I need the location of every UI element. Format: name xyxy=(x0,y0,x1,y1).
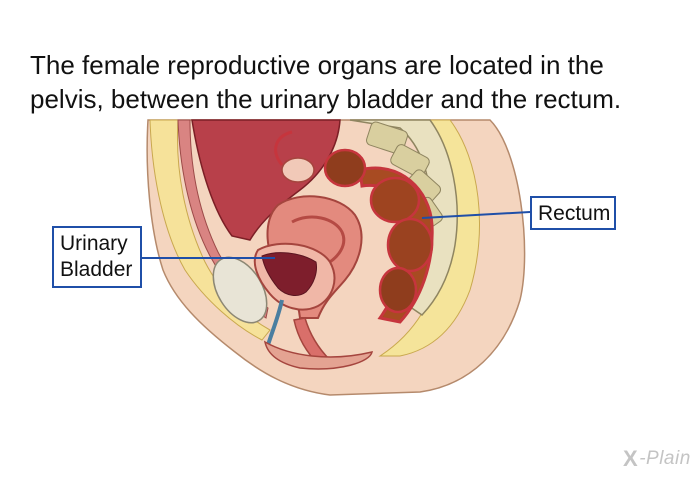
rectum-label-text: Rectum xyxy=(538,202,611,225)
caption-line-2: pelvis, between the urinary bladder and … xyxy=(30,84,622,114)
rectum-label: Rectum xyxy=(530,196,616,230)
bladder-label-line-2: Bladder xyxy=(60,258,133,281)
caption: The female reproductive organs are locat… xyxy=(30,48,680,116)
caption-line-1: The female reproductive organs are locat… xyxy=(30,50,604,80)
abdominal-muscle xyxy=(177,119,269,319)
urethra xyxy=(266,299,284,346)
x-plain-logo-icon: X xyxy=(623,446,639,471)
abdominal-wall-fat xyxy=(149,119,271,341)
perineum xyxy=(263,340,373,370)
bladder-lining xyxy=(261,252,317,296)
bladder-label-line-1: Urinary xyxy=(60,232,128,255)
ovary xyxy=(274,130,315,183)
x-plain-logo-text: -Plain xyxy=(639,448,691,469)
rectum-leader-line xyxy=(421,211,531,219)
uterine-cavity xyxy=(291,215,346,267)
urinary-bladder-label: Urinary Bladder xyxy=(52,226,142,288)
rectum xyxy=(323,148,434,324)
x-plain-logo: X -Plain xyxy=(623,446,691,472)
